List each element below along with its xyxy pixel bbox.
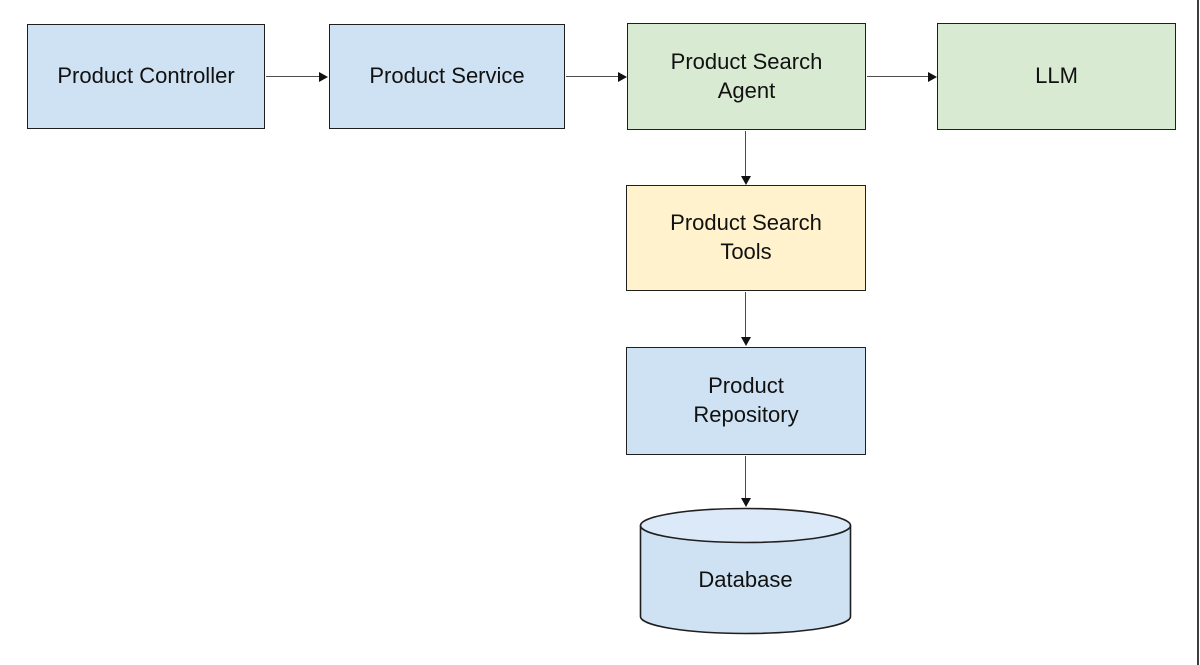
node-llm-label: LLM <box>1035 63 1078 89</box>
edge-product-search-tools-to-product-repository <box>740 292 751 346</box>
edge-product-repository-to-database <box>740 456 751 507</box>
node-database: Database <box>639 527 852 622</box>
canvas-right-border <box>1197 0 1199 665</box>
node-product-service-label: Product Service <box>369 63 525 89</box>
arrowhead-down-icon <box>740 176 751 185</box>
node-product-controller-label: Product Controller <box>57 63 235 89</box>
arrowhead-down-icon <box>740 498 751 507</box>
node-database-cylinder-icon <box>639 507 852 635</box>
arrowhead-down-icon <box>740 337 751 346</box>
node-product-search-agent: Product Search Agent <box>627 23 866 130</box>
node-database-label: Database <box>698 566 793 592</box>
edge-product-service-to-product-search-agent <box>566 71 627 82</box>
node-product-controller: Product Controller <box>27 24 265 129</box>
node-product-search-tools-label: Product Search Tools <box>670 210 822 264</box>
edge-product-controller-to-product-service <box>266 71 328 82</box>
node-product-search-tools: Product Search Tools <box>626 185 866 291</box>
arrowhead-right-icon <box>319 71 328 82</box>
node-product-repository-label: Product Repository <box>693 373 799 427</box>
edge-product-search-agent-to-product-search-tools <box>740 131 751 185</box>
arrowhead-right-icon <box>928 71 937 82</box>
node-product-repository: Product Repository <box>626 347 866 455</box>
edge-product-search-agent-to-llm <box>867 71 937 82</box>
node-product-service: Product Service <box>329 24 565 129</box>
node-product-search-agent-label: Product Search Agent <box>670 48 823 103</box>
node-llm: LLM <box>937 23 1176 130</box>
arrowhead-right-icon <box>618 71 627 82</box>
